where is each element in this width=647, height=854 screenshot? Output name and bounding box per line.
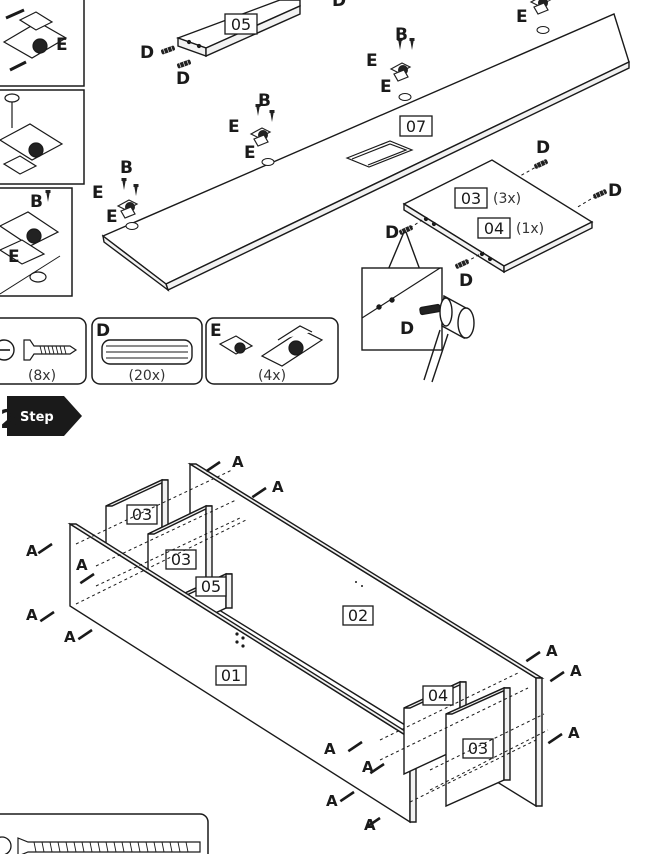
part-label-05-top: 05 bbox=[224, 13, 258, 35]
part-label-04: 04 bbox=[422, 685, 454, 706]
svg-text:03: 03 bbox=[461, 189, 481, 208]
svg-text:A: A bbox=[324, 740, 336, 758]
dowel-insertion-inset bbox=[361, 231, 475, 383]
part-label-03-top: 03 (3x) bbox=[454, 187, 521, 209]
inset-label-e-1: E bbox=[56, 35, 68, 55]
label-d-inset: D bbox=[400, 319, 414, 339]
label-d-tr2: D bbox=[608, 181, 622, 201]
inset-panel-1 bbox=[0, 0, 85, 87]
svg-text:B: B bbox=[120, 158, 133, 178]
part-label-03c: 03 bbox=[462, 738, 494, 759]
svg-text:04: 04 bbox=[484, 219, 504, 238]
svg-text:A: A bbox=[568, 724, 580, 742]
assembly-labels-a: A A A A A A A A A A A A A bbox=[26, 453, 582, 834]
svg-text:A: A bbox=[76, 556, 88, 574]
svg-text:07: 07 bbox=[406, 117, 426, 136]
svg-text:A: A bbox=[272, 478, 284, 496]
hardware-box-hinge: E (4x) bbox=[205, 317, 339, 385]
panel-07 bbox=[101, 13, 630, 292]
part-label-02: 02 bbox=[342, 605, 374, 626]
panel-07-cutout bbox=[345, 140, 414, 168]
svg-text:E: E bbox=[380, 77, 392, 97]
svg-text:B: B bbox=[395, 25, 408, 45]
part-label-07: 07 bbox=[399, 115, 433, 137]
hardware-box-bottom bbox=[0, 813, 209, 854]
inset-3-hinge-sketch bbox=[0, 211, 61, 295]
hinge-letter: E bbox=[210, 321, 222, 341]
svg-text:(3x): (3x) bbox=[493, 191, 521, 207]
inset-label-e-2: E bbox=[8, 247, 20, 267]
svg-text:A: A bbox=[26, 606, 38, 624]
svg-text:03: 03 bbox=[468, 739, 488, 758]
inset-label-b: B bbox=[30, 192, 43, 212]
hinges-top bbox=[117, 0, 551, 230]
svg-text:E: E bbox=[228, 117, 240, 137]
inset-panel-2 bbox=[0, 89, 85, 185]
part-label-05: 05 bbox=[195, 576, 227, 597]
svg-text:05: 05 bbox=[201, 577, 221, 596]
svg-text:01: 01 bbox=[221, 666, 241, 685]
svg-text:A: A bbox=[232, 453, 244, 471]
hardware-box-dowel: D (20x) bbox=[91, 317, 203, 385]
svg-text:A: A bbox=[64, 628, 76, 646]
svg-text:A: A bbox=[326, 792, 338, 810]
label-d-tr3: D bbox=[385, 223, 399, 243]
label-d-tr1: D bbox=[536, 138, 550, 158]
assembly-holes bbox=[235, 581, 363, 648]
svg-text:(1x): (1x) bbox=[516, 221, 544, 237]
dowel-letter: D bbox=[96, 321, 110, 341]
svg-text:A: A bbox=[364, 816, 376, 834]
inset-1-hinge-sketch bbox=[2, 8, 68, 72]
step-banner: 2 Step bbox=[0, 396, 82, 436]
panel-03-04-top bbox=[402, 159, 594, 274]
assembly-guides bbox=[75, 469, 549, 803]
dowel-05-a bbox=[160, 44, 176, 56]
part-label-04-top: 04 (1x) bbox=[477, 217, 544, 239]
label-d-tr4: D bbox=[459, 271, 473, 291]
screw-qty: (8x) bbox=[28, 368, 56, 384]
part-label-03b: 03 bbox=[165, 549, 197, 570]
svg-text:04: 04 bbox=[428, 686, 448, 705]
hinge-labels-top: E B E E B E E B E E bbox=[92, 7, 528, 227]
dowel-05-b bbox=[176, 58, 192, 70]
svg-text:03: 03 bbox=[132, 505, 152, 524]
hardware-box-screw: (8x) bbox=[0, 317, 87, 385]
dowel-guides-top bbox=[409, 161, 597, 263]
svg-text:A: A bbox=[26, 542, 38, 560]
label-d-05a: D bbox=[140, 43, 154, 63]
svg-text:E: E bbox=[244, 143, 256, 163]
inset-panel-3 bbox=[0, 187, 73, 297]
inset-2-hinge-sketch bbox=[0, 93, 64, 175]
svg-text:05: 05 bbox=[231, 15, 251, 34]
svg-text:A: A bbox=[362, 758, 374, 776]
step-number: 2 bbox=[0, 405, 18, 435]
svg-text:E: E bbox=[366, 51, 378, 71]
svg-text:A: A bbox=[570, 662, 582, 680]
svg-text:E: E bbox=[516, 7, 528, 27]
svg-text:E: E bbox=[106, 207, 118, 227]
step-label: Step bbox=[20, 410, 54, 425]
svg-text:E: E bbox=[92, 183, 104, 203]
inset-screw-b bbox=[45, 190, 51, 202]
label-d-05b: D bbox=[176, 69, 190, 89]
part-label-01: 01 bbox=[215, 665, 247, 686]
svg-text:A: A bbox=[546, 642, 558, 660]
svg-text:B: B bbox=[258, 91, 271, 111]
hinge-qty: (4x) bbox=[258, 368, 286, 384]
label-d-05c: D bbox=[332, 0, 346, 11]
dowel-qty: (20x) bbox=[128, 368, 165, 384]
inset-panels bbox=[0, 0, 85, 297]
svg-text:02: 02 bbox=[348, 606, 368, 625]
svg-text:03: 03 bbox=[171, 550, 191, 569]
